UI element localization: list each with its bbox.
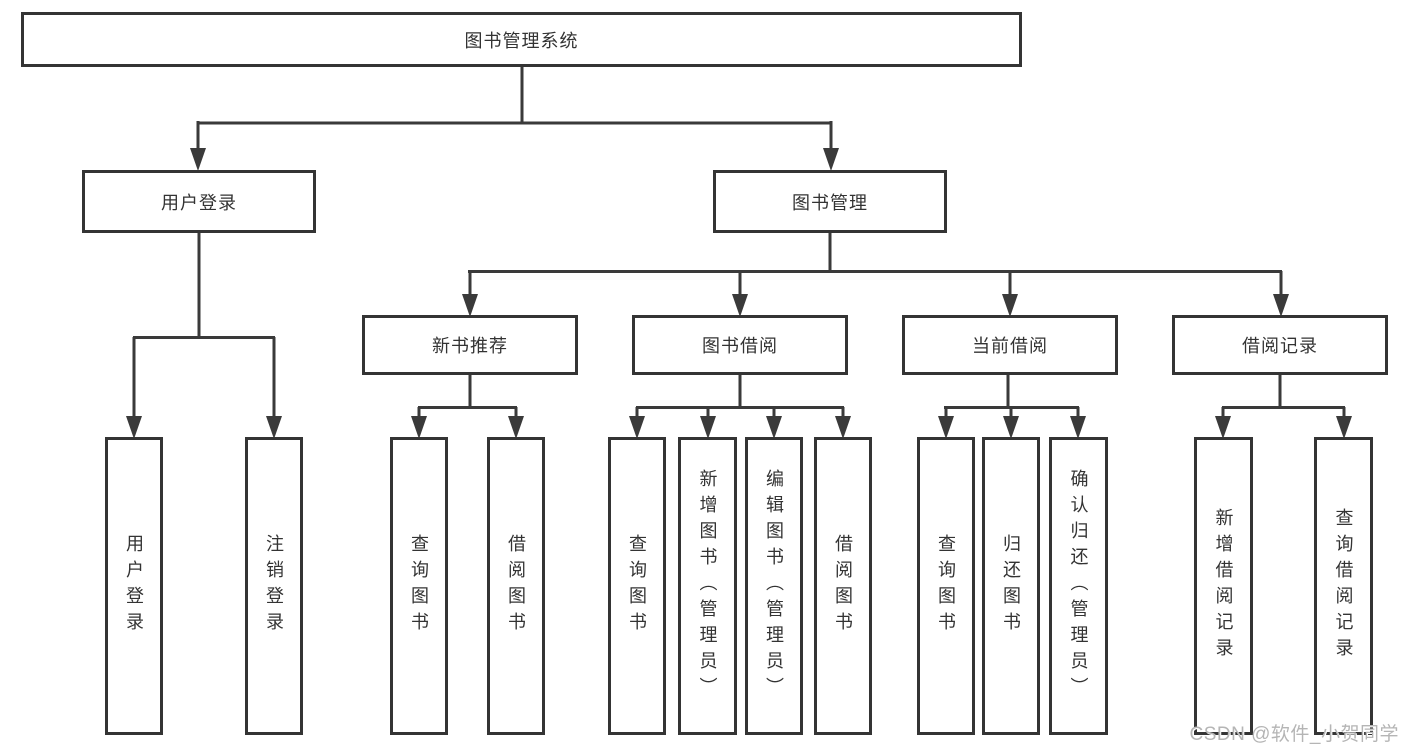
node-leaf-query-books-3-label: 查询图书 <box>936 534 956 638</box>
node-leaf-confirm-return-admin-label: 确认归还（管理员） <box>1068 469 1089 703</box>
node-leaf-borrow-books-1: 借阅图书 <box>487 437 545 735</box>
node-leaf-add-books-admin: 新增图书（管理员） <box>678 437 737 735</box>
node-leaf-logout-label: 注销登录 <box>264 534 284 638</box>
node-leaf-query-borrow-record: 查询借阅记录 <box>1314 437 1373 735</box>
node-leaf-return-books-label: 归还图书 <box>1001 534 1021 638</box>
node-leaf-query-books-2: 查询图书 <box>608 437 666 735</box>
node-leaf-query-books-1-label: 查询图书 <box>409 534 429 638</box>
node-leaf-query-books-3: 查询图书 <box>917 437 975 735</box>
node-leaf-borrow-books-2-label: 借阅图书 <box>833 534 853 638</box>
node-book-management: 图书管理 <box>713 170 947 233</box>
node-leaf-add-borrow-record: 新增借阅记录 <box>1194 437 1253 735</box>
node-leaf-edit-books-admin-label: 编辑图书（管理员） <box>764 469 784 703</box>
node-library-system: 图书管理系统 <box>21 12 1022 67</box>
node-leaf-add-borrow-record-label: 新增借阅记录 <box>1213 508 1234 664</box>
node-leaf-return-books: 归还图书 <box>982 437 1040 735</box>
node-current-borrowing: 当前借阅 <box>902 315 1118 375</box>
node-leaf-query-books-2-label: 查询图书 <box>627 534 647 638</box>
node-leaf-confirm-return-admin: 确认归还（管理员） <box>1049 437 1108 735</box>
node-leaf-edit-books-admin: 编辑图书（管理员） <box>745 437 803 735</box>
node-leaf-add-books-admin-label: 新增图书（管理员） <box>697 469 718 703</box>
node-leaf-query-books-1: 查询图书 <box>390 437 448 735</box>
node-leaf-borrow-books-1-label: 借阅图书 <box>506 534 526 638</box>
node-leaf-query-borrow-record-label: 查询借阅记录 <box>1333 508 1354 664</box>
node-borrowing-records: 借阅记录 <box>1172 315 1388 375</box>
node-book-borrowing: 图书借阅 <box>632 315 848 375</box>
node-leaf-user-login: 用户登录 <box>105 437 163 735</box>
node-leaf-borrow-books-2: 借阅图书 <box>814 437 872 735</box>
node-user-login: 用户登录 <box>82 170 316 233</box>
node-leaf-user-login-label: 用户登录 <box>124 534 144 638</box>
csdn-watermark: CSDN @软件_小贺同学 <box>1189 724 1399 745</box>
node-leaf-logout: 注销登录 <box>245 437 303 735</box>
node-new-book-recommend: 新书推荐 <box>362 315 578 375</box>
